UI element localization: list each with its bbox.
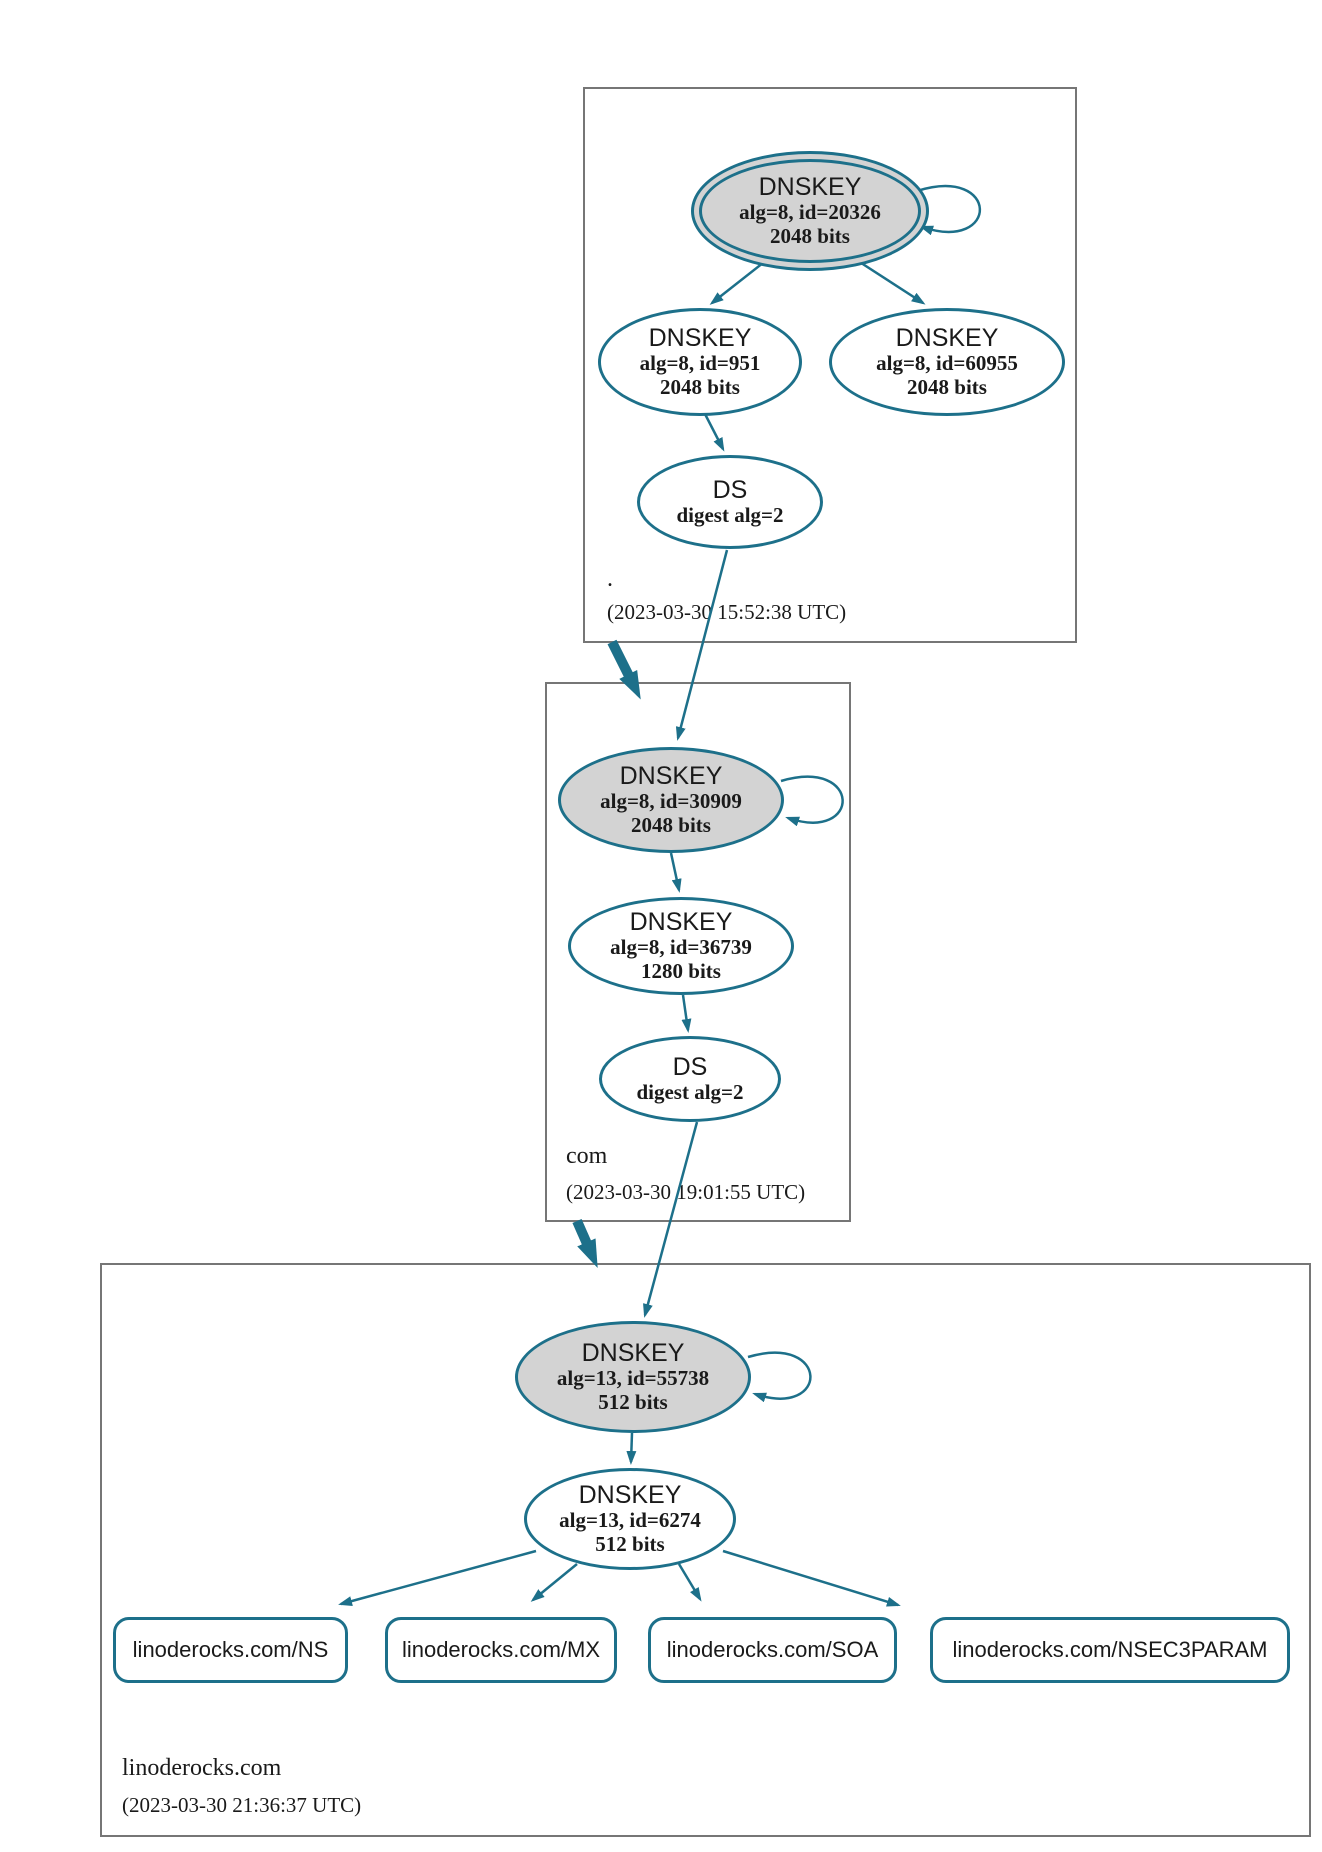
edge-zsk-to-soa [677,1563,702,1602]
node-params: digest alg=2 [636,1080,744,1105]
node-params: alg=8, id=20326 [739,199,881,224]
node-params: digest alg=2 [676,503,784,528]
edge-zsk-to-ns [338,1549,537,1606]
rrset-label: linoderocks.com/NSEC3PARAM [952,1637,1268,1662]
edge-com-ksk-to-zsk [669,852,682,893]
ds-node-com: DS digest alg=2 [599,1036,781,1122]
rrset-label: linoderocks.com/MX [401,1637,601,1662]
node-bits: 1280 bits [641,959,721,984]
edge-root-ksk-to-zsk60955 [854,257,926,305]
zone-timestamp-com: (2023-03-30 19:01:55 UTC) [566,1180,806,1204]
dnskey-node-com-ksk-30909: DNSKEY alg=8, id=30909 2048 bits [558,747,784,853]
edge-root-ksk-selfloop [916,184,982,236]
ds-node-root: DS digest alg=2 [637,455,823,549]
node-title: DNSKEY [581,1338,685,1367]
node-bits: 2048 bits [631,813,711,838]
zone-box-com [545,682,851,1222]
edge-zsk-to-mx [530,1563,578,1602]
edge-zsk-to-nsec3param [722,1549,901,1607]
node-params: alg=8, id=36739 [610,934,752,959]
node-params: alg=8, id=951 [639,350,761,375]
zone-box-linoderocks [100,1263,1311,1837]
node-title: DNSKEY [629,907,733,936]
zone-timestamp-root: (2023-03-30 15:52:38 UTC) [607,600,847,624]
node-title: DNSKEY [895,323,999,352]
node-bits: 2048 bits [660,375,740,400]
zone-box-root [583,87,1077,643]
edge-root-ds-to-com-ksk [675,549,729,741]
node-title: DNSKEY [648,323,752,352]
node-params: alg=13, id=6274 [559,1507,701,1532]
node-bits: 512 bits [598,1390,668,1415]
rrset-node-nsec3param: linoderocks.com/NSEC3PARAM [930,1617,1290,1683]
node-params: alg=8, id=30909 [600,788,742,813]
dnskey-node-root-ksk-20326: DNSKEY alg=8, id=20326 2048 bits [691,151,929,271]
node-title: DNSKEY [758,172,862,201]
node-title: DNSKEY [578,1480,682,1509]
node-title: DNSKEY [619,761,723,790]
edge-linoderocks-ksk-to-zsk [626,1432,637,1465]
edge-root-ksk-to-zsk951 [709,258,769,305]
edge-com-ksk-selfloop [780,775,844,827]
rrset-label: linoderocks.com/NS [132,1637,329,1662]
edge-com-ds-to-linoderocks-ksk [643,1121,699,1318]
rrset-node-mx: linoderocks.com/MX [385,1617,617,1683]
zone-timestamp-linoderocks: (2023-03-30 21:36:37 UTC) [122,1793,362,1817]
edge-root-zone-to-com-zone [607,639,641,700]
node-title: DS [712,475,748,504]
node-bits: 512 bits [595,1532,665,1557]
dnskey-node-linoderocks-zsk-6274: DNSKEY alg=13, id=6274 512 bits [524,1468,736,1570]
node-title: DS [672,1052,708,1081]
node-bits: 2048 bits [907,375,987,400]
node-params: alg=13, id=55738 [556,1365,710,1390]
rrset-node-ns: linoderocks.com/NS [113,1617,348,1683]
edge-linoderocks-ksk-selfloop [747,1351,812,1403]
dnskey-node-com-zsk-36739: DNSKEY alg=8, id=36739 1280 bits [568,897,794,995]
zone-label-linoderocks: linoderocks.com [122,1755,282,1781]
dnskey-node-root-zsk-60955: DNSKEY alg=8, id=60955 2048 bits [829,308,1065,416]
dnskey-node-inner-ring: DNSKEY alg=8, id=20326 2048 bits [699,159,921,263]
zone-label-root: . [607,566,613,592]
dnskey-node-linoderocks-ksk-55738: DNSKEY alg=13, id=55738 512 bits [515,1321,751,1433]
edge-com-zone-to-linoderocks-zone [572,1218,598,1268]
edge-zsk951-to-ds [703,413,725,452]
node-bits: 2048 bits [770,224,850,249]
rrset-label: linoderocks.com/SOA [666,1637,879,1662]
rrset-node-soa: linoderocks.com/SOA [648,1617,897,1683]
node-params: alg=8, id=60955 [876,350,1018,375]
zone-label-com: com [566,1143,608,1169]
edge-com-zsk-to-ds [681,994,692,1033]
dnskey-node-root-zsk-951: DNSKEY alg=8, id=951 2048 bits [598,308,802,416]
